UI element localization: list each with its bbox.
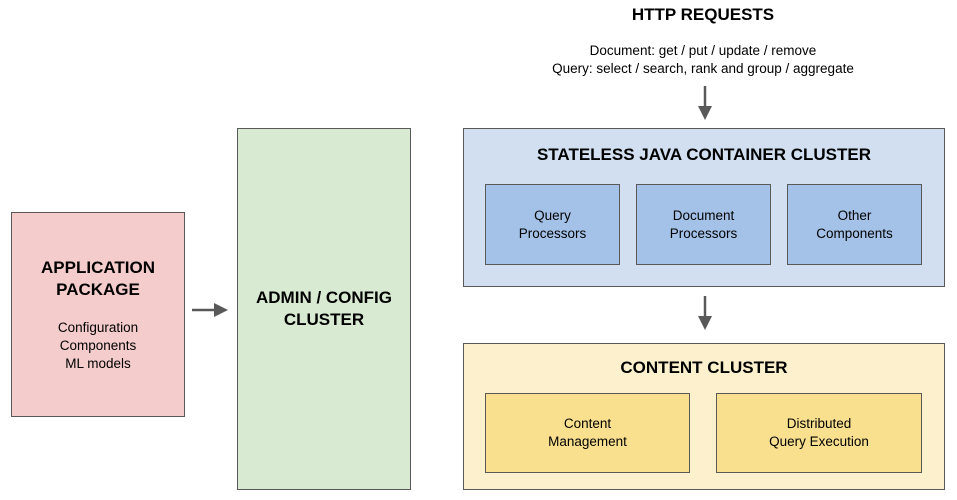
application-package-item: Configuration — [57, 319, 139, 335]
application-package-item: Components — [59, 337, 137, 353]
other-components-box: Other Components — [787, 184, 922, 265]
container-cluster-title: STATELESS JAVA CONTAINER CLUSTER — [536, 145, 872, 164]
admin-config-cluster-title: ADMIN / CONFIG CLUSTER — [256, 288, 392, 329]
application-package-item: ML models — [65, 355, 131, 371]
http-requests-title: HTTP REQUESTS — [631, 5, 775, 24]
application-package-title: APPLICATION PACKAGE — [41, 257, 155, 299]
distributed-query-execution-box: Distributed Query Execution — [716, 393, 922, 473]
content-cluster-box: CONTENT CLUSTER Content Management Distr… — [463, 343, 945, 490]
content-management-box: Content Management — [485, 393, 690, 473]
container-to-content-arrow — [698, 296, 712, 330]
http-query-operations: Query: select / search, rank and group /… — [552, 61, 854, 76]
document-processors-box: Document Processors — [636, 184, 771, 265]
container-cluster-box: STATELESS JAVA CONTAINER CLUSTER Query P… — [463, 128, 945, 287]
admin-config-cluster-box: ADMIN / CONFIG CLUSTER — [237, 128, 411, 490]
http-document-operations: Document: get / put / update / remove — [589, 43, 817, 58]
http-to-container-arrow — [698, 86, 712, 120]
application-package-box: APPLICATION PACKAGE Configuration Compon… — [11, 212, 185, 417]
content-cluster-title: CONTENT CLUSTER — [620, 358, 788, 377]
query-processors-box: Query Processors — [485, 184, 620, 265]
application-package-items: Configuration Components ML models — [58, 319, 138, 373]
package-to-admin-arrow — [192, 303, 228, 317]
